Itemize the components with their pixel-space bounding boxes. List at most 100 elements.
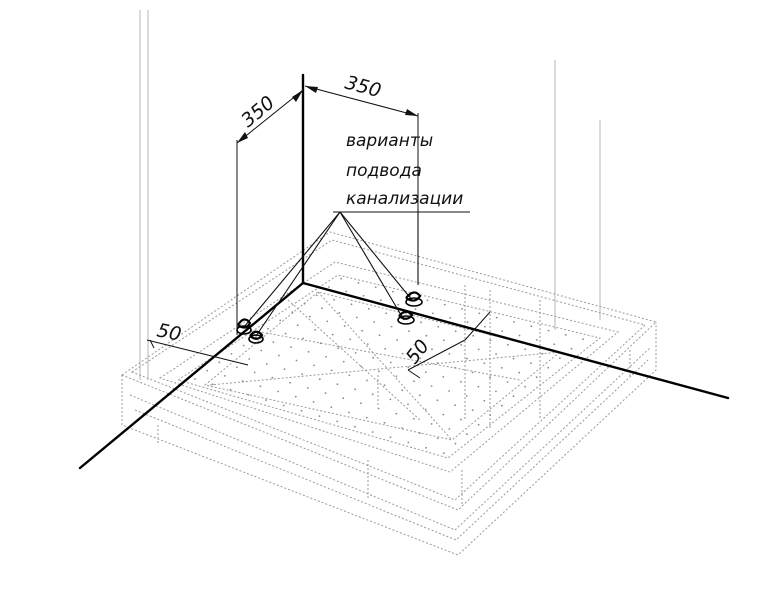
- surface-dot: [541, 352, 544, 355]
- surface-dot: [308, 315, 311, 318]
- surface-dot: [395, 375, 398, 378]
- surface-dot: [484, 325, 486, 328]
- note-line-2: подвода: [346, 161, 422, 181]
- surface-dot: [241, 380, 244, 382]
- surface-dot: [401, 427, 404, 429]
- drain-markers: [236, 291, 423, 344]
- surface-dot: [471, 409, 474, 412]
- surface-dot: [512, 357, 515, 360]
- surface-dot: [418, 394, 421, 397]
- surface-dot: [291, 311, 294, 313]
- surface-dot: [354, 352, 357, 354]
- surface-dot: [466, 357, 468, 360]
- surface-dot: [377, 407, 380, 410]
- surface-dot: [460, 380, 462, 383]
- surface-dot: [419, 357, 421, 360]
- surface-dot: [348, 411, 350, 414]
- surface-dot: [449, 317, 452, 319]
- surface-dot: [319, 342, 322, 345]
- surface-dot: [361, 329, 364, 332]
- surface-dot: [512, 395, 515, 398]
- surface-dot: [401, 389, 404, 392]
- tray-surface-dots: [194, 277, 584, 454]
- surface-dot: [345, 290, 348, 293]
- surface-dot: [326, 320, 329, 323]
- surface-dot: [436, 362, 439, 364]
- surface-dot: [454, 404, 456, 407]
- surface-dot: [383, 384, 386, 387]
- surface-dot: [424, 408, 427, 411]
- surface-dot: [414, 308, 417, 310]
- drain-marker-back-a: [405, 291, 423, 307]
- surface-dot: [401, 352, 404, 355]
- surface-dot: [397, 303, 400, 306]
- surface-dot: [536, 339, 538, 341]
- surface-dot: [312, 401, 315, 403]
- surface-dot: [355, 316, 358, 319]
- dimension-left-50-label: 50: [155, 319, 183, 346]
- surface-dot: [279, 319, 282, 322]
- surface-dot: [301, 373, 303, 375]
- note-line-3: канализации: [346, 189, 463, 209]
- drain-marker-left-a: [236, 318, 252, 335]
- surface-dot: [330, 369, 333, 372]
- surface-dot: [242, 344, 245, 347]
- surface-dot: [284, 332, 287, 335]
- surface-dot: [367, 307, 370, 310]
- surface-dot: [448, 428, 451, 430]
- surface-dot: [564, 334, 567, 336]
- surface-dot: [372, 356, 375, 359]
- surface-dot: [432, 312, 434, 315]
- surface-dot: [247, 394, 250, 396]
- surface-dot: [454, 366, 456, 369]
- surface-dot: [506, 343, 509, 346]
- surface-dot: [477, 423, 480, 426]
- surface-dot: [306, 387, 309, 389]
- surface-dot: [300, 409, 303, 412]
- surface-dot: [354, 388, 356, 391]
- surface-dot: [472, 334, 474, 337]
- surface-dot: [483, 399, 486, 402]
- surface-dot: [425, 334, 428, 337]
- surface-dot: [547, 329, 550, 332]
- surface-dot: [333, 298, 335, 301]
- surface-dot: [336, 420, 339, 423]
- surface-dot: [489, 414, 492, 417]
- surface-dot: [362, 294, 365, 297]
- surface-dot: [337, 347, 340, 349]
- surface-dot: [313, 364, 315, 367]
- surface-dot: [267, 327, 269, 330]
- surface-dot: [336, 383, 339, 386]
- surface-dot: [547, 366, 550, 369]
- background-wall-lines: [139, 10, 601, 380]
- surface-dot: [371, 393, 374, 396]
- surface-dot: [354, 425, 356, 428]
- surface-dot: [248, 358, 251, 360]
- surface-dot: [206, 369, 209, 372]
- surface-dot: [413, 380, 415, 383]
- surface-dot: [501, 330, 504, 332]
- surface-dot: [465, 395, 468, 397]
- surface-dot: [489, 339, 492, 342]
- surface-dot: [407, 403, 409, 406]
- surface-dot: [325, 355, 327, 358]
- surface-dot: [294, 395, 297, 398]
- surface-dot: [460, 344, 463, 346]
- drain-marker-back-b: [397, 310, 415, 325]
- back-wall-floor-line: [301, 281, 730, 400]
- surface-dot: [431, 348, 433, 351]
- shower-tray-body: [120, 231, 657, 556]
- surface-dot: [407, 366, 410, 369]
- surface-dot: [357, 282, 360, 284]
- surface-dot: [360, 365, 363, 368]
- surface-dot: [295, 359, 298, 362]
- surface-dot: [396, 339, 398, 341]
- dimension-left-350: 350: [236, 89, 304, 335]
- surface-dot: [289, 381, 291, 384]
- surface-dot: [371, 431, 374, 433]
- surface-dot: [413, 343, 416, 346]
- surface-dot: [442, 413, 445, 416]
- surface-dot: [342, 397, 345, 400]
- surface-dot: [408, 330, 410, 332]
